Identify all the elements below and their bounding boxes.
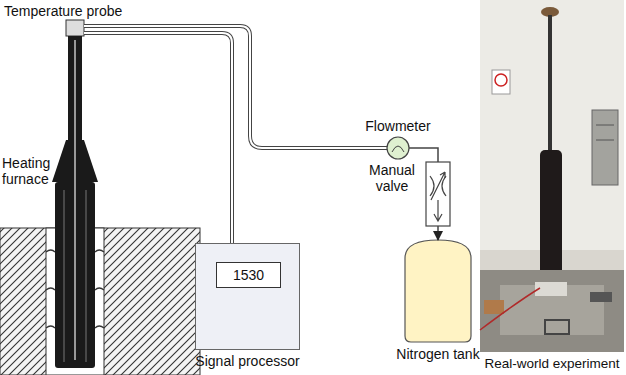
pipe-connector	[409, 148, 438, 162]
ground	[0, 228, 200, 375]
experiment-photo	[480, 0, 624, 352]
node-label: Manual valve	[364, 162, 420, 194]
node-label: Flowmeter	[365, 118, 430, 134]
heating-furnace	[52, 20, 98, 368]
pipe-connector	[437, 226, 439, 240]
processor-box: Signal processor1530	[195, 243, 300, 350]
valve-node: Manual valve	[426, 162, 450, 226]
photo-node: Real-world experiment	[480, 0, 624, 352]
node-label: Signal processor	[195, 353, 299, 369]
valve-symbol	[426, 162, 450, 226]
node-label: Nitrogen tank	[396, 346, 479, 362]
signal-cable	[84, 33, 232, 243]
flowmeter-symbol	[387, 137, 409, 159]
tank-node: Nitrogen tank	[405, 240, 471, 342]
part-label: Heating furnace	[2, 155, 54, 187]
flowmeter-node: Flowmeter	[387, 137, 409, 159]
tank-cylinder	[405, 240, 471, 342]
display-box: 1530	[216, 262, 281, 288]
gas-tube	[84, 26, 387, 148]
part-label: Temperature probe	[4, 3, 122, 19]
display-value: 1530	[217, 263, 280, 287]
node-label: Real-world experiment	[484, 356, 619, 372]
